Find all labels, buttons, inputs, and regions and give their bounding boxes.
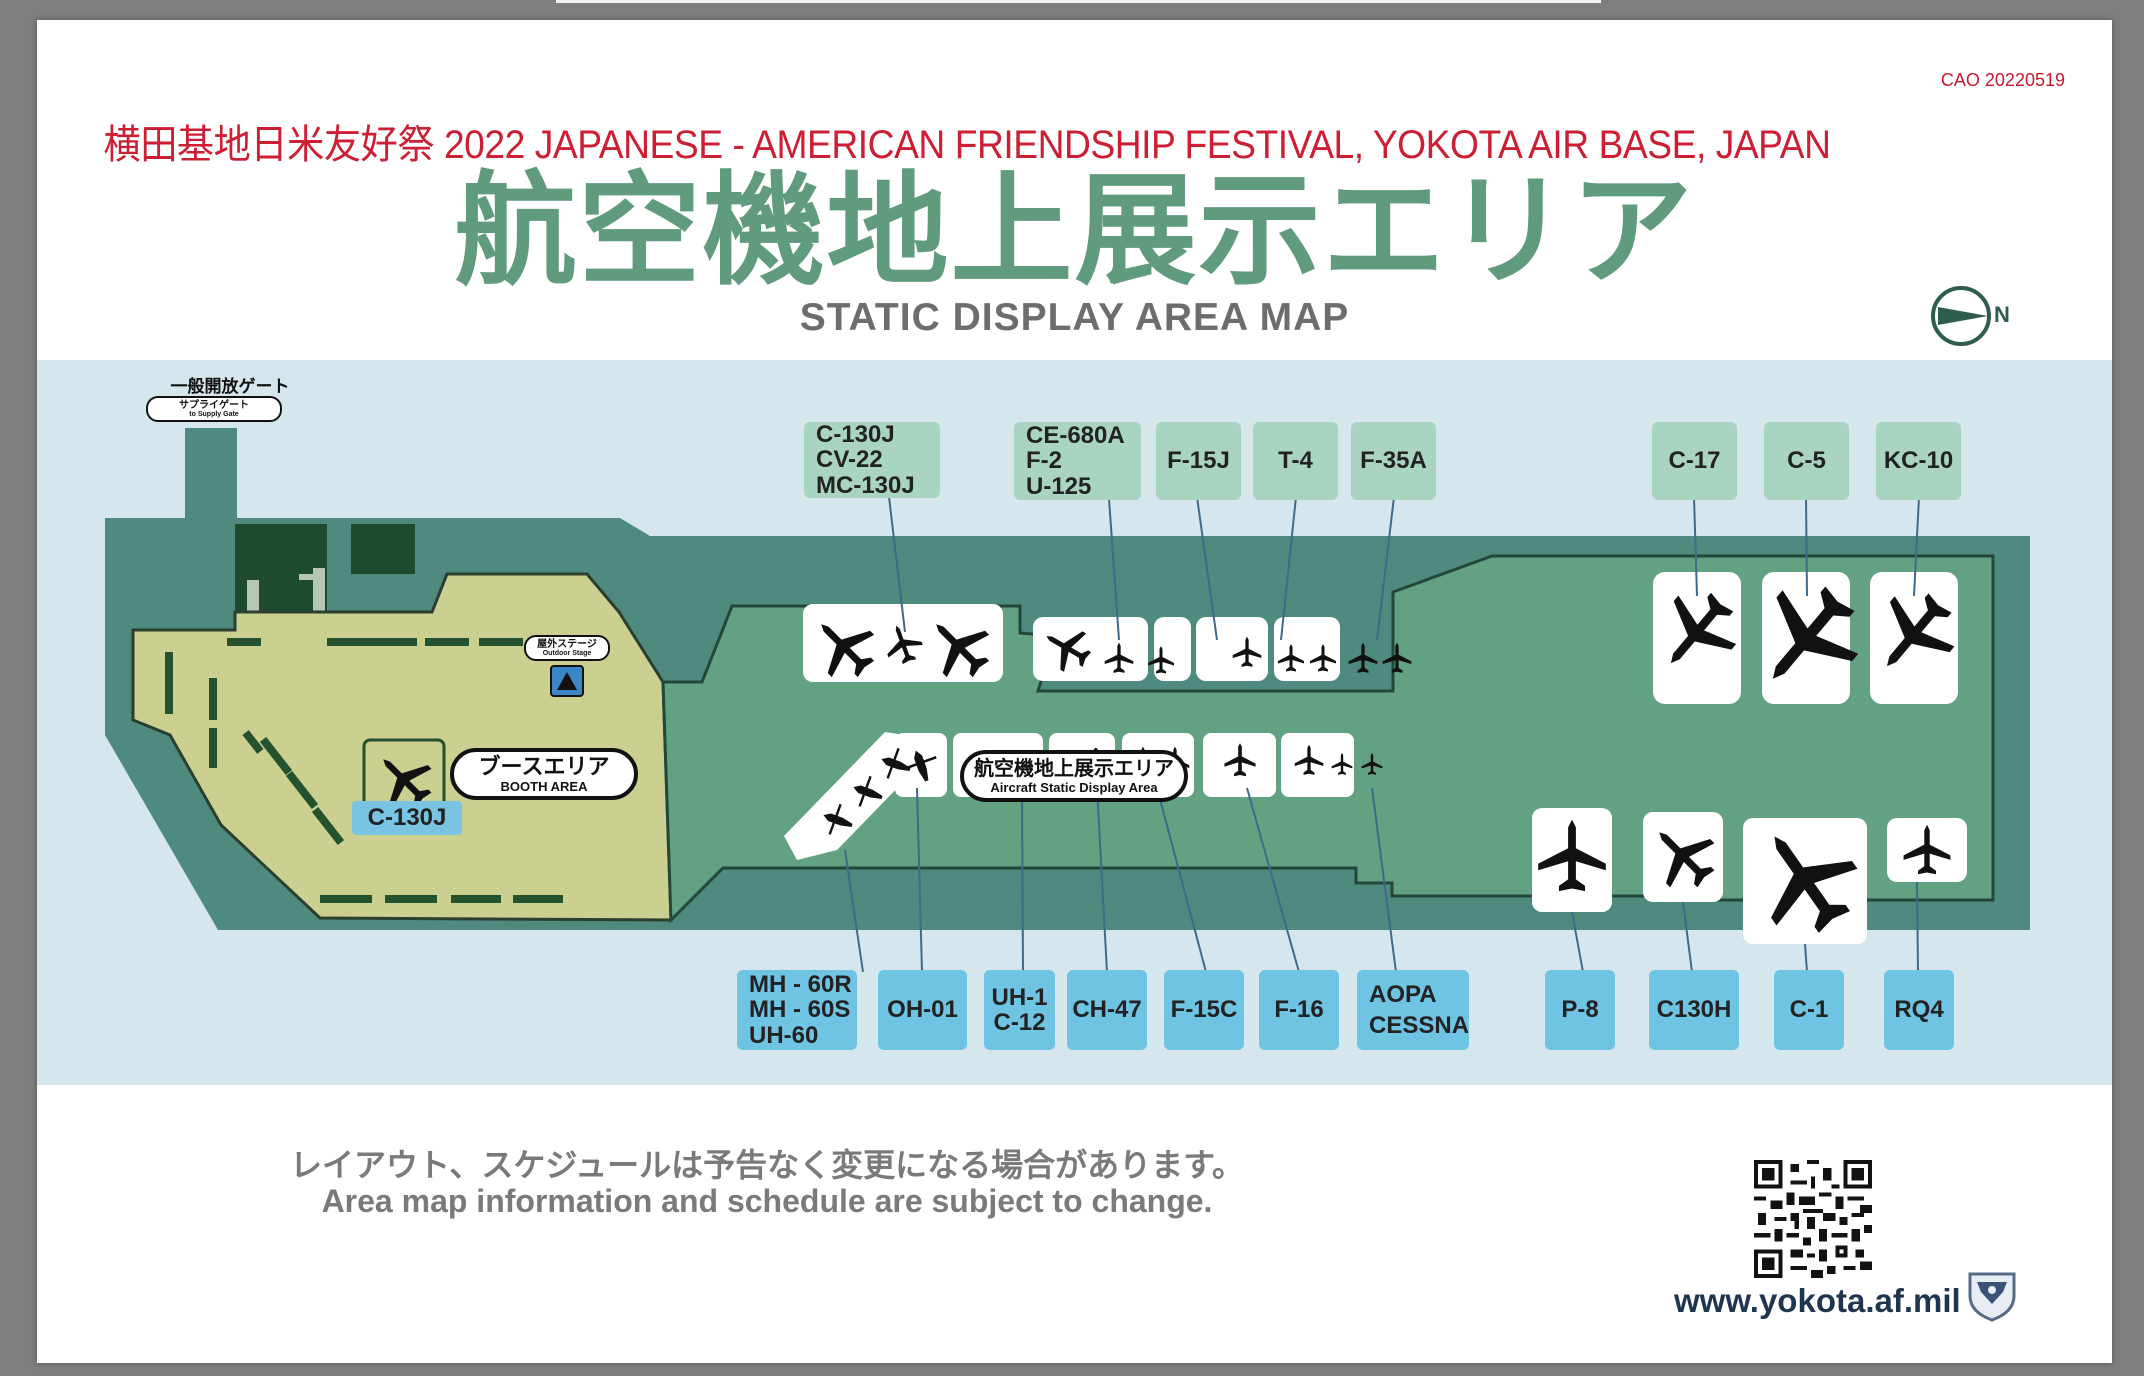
aircraft-label[interactable]: P-8 [1545,970,1615,1050]
title-japanese: 航空機地上展示エリア [454,163,1695,299]
label-line: OH-01 [887,996,958,1024]
airfield-map: 一般開放ゲート サプライゲート to Supply Gate 屋外ステージ Ou… [37,360,2112,1085]
aircraft-label[interactable]: AOPA CESSNA [1357,970,1469,1050]
aircraft-label[interactable]: C-17 [1652,422,1737,500]
north-label: N [1994,302,2010,327]
aircraft-label[interactable]: F-15C [1164,970,1244,1050]
document-code: CAO 20220519 [1940,70,2065,90]
aircraft-label[interactable]: C-1 [1774,970,1844,1050]
building-window [313,568,325,618]
label-line: C-17 [1668,447,1721,475]
static-display-sign[interactable]: 航空機地上展示エリア Aircraft Static Display Area [960,750,1188,802]
label-line: F-2 [1026,447,1062,475]
booth-aircraft-label[interactable]: C-130J [352,801,462,835]
aircraft-label[interactable]: C-5 [1764,422,1849,500]
label-line: P-8 [1561,996,1599,1024]
label-line: U-125 [1026,472,1092,500]
wing-crest-icon [1968,1272,2016,1322]
label-line: C-12 [993,1009,1046,1036]
gate-sub-jp: サプライゲート [179,399,249,411]
building-window [247,580,259,618]
label-line: AOPA [1369,980,1437,1008]
qr-code-icon[interactable] [1754,1160,1872,1278]
label-line: UH-60 [749,1021,819,1049]
label-line: MH - 60S [749,996,851,1024]
label-line: F-15C [1170,996,1238,1024]
aircraft-label[interactable]: F-35A [1351,422,1436,500]
booth-en: BOOTH AREA [500,778,588,794]
label-line: KC-10 [1883,447,1954,475]
gate-sign[interactable]: サプライゲート to Supply Gate [146,396,282,422]
notice-english: Area map information and schedule are su… [321,1183,1213,1219]
aircraft-label[interactable]: CH-47 [1067,970,1147,1050]
booth-tents [165,638,563,903]
aircraft-label[interactable]: F-15J [1156,422,1241,500]
event-subtitle: 横田基地日米友好祭 2022 JAPANESE - AMERICAN FRIEN… [103,123,1831,167]
building [351,524,415,574]
label-line: UH-1 [991,983,1048,1011]
label-line: MH - 60R [749,971,852,999]
label-line: CESSNA [1369,1012,1470,1039]
title-english: STATIC DISPLAY AREA MAP [799,296,1350,339]
label-line: C130H [1656,996,1732,1024]
airfield-graphic [105,428,2030,973]
stage-jp: 屋外ステージ [537,638,597,650]
label-line: C-5 [1787,447,1826,475]
leader-lines [844,496,1920,973]
label-line: F-15J [1167,447,1230,475]
display-en: Aircraft Static Display Area [990,779,1158,795]
gate-sub-en: to Supply Gate [189,410,239,418]
window-top-edge [556,0,1601,3]
aircraft-label[interactable]: C130H [1649,970,1739,1050]
label-line: RQ4 [1894,996,1944,1024]
label-line: F-16 [1274,996,1324,1024]
label-line: CV-22 [816,446,883,474]
booth-area-sign[interactable]: ブースエリア BOOTH AREA [450,748,638,800]
north-arrow-icon [1931,286,1991,346]
label-line: CH-47 [1072,996,1142,1024]
gate-label: 一般開放ゲート [170,377,290,396]
notice-japanese: レイアウト、スケジュールは予告なく変更になる場合があります。 [290,1147,1244,1183]
aircraft-label[interactable]: T-4 [1253,422,1338,500]
aircraft-label[interactable]: OH-01 [878,970,967,1050]
label-line: F-35A [1360,447,1427,475]
label-line: T-4 [1278,447,1313,475]
label-line: C-130J [816,421,895,449]
gate-road [185,428,237,518]
stage-en: Outdoor Stage [542,649,592,657]
label-line: MC-130J [816,471,915,499]
website-link[interactable]: www.yokota.af.mil [1674,1282,1961,1319]
aircraft-label[interactable]: KC-10 [1876,422,1961,500]
label-line: CE-680A [1026,422,1125,450]
outdoor-stage-sign[interactable]: 屋外ステージ Outdoor Stage [524,635,610,661]
booth-jp: ブースエリア [478,753,610,779]
label-line: C-1 [1789,996,1829,1024]
building-window [299,574,313,580]
aircraft-label[interactable]: F-16 [1259,970,1339,1050]
map-sheet: CAO 20220519 横田基地日米友好祭 2022 JAPANESE - A… [37,20,2112,1363]
aircraft-label[interactable]: RQ4 [1884,970,1954,1050]
display-jp: 航空機地上展示エリア [974,757,1174,780]
